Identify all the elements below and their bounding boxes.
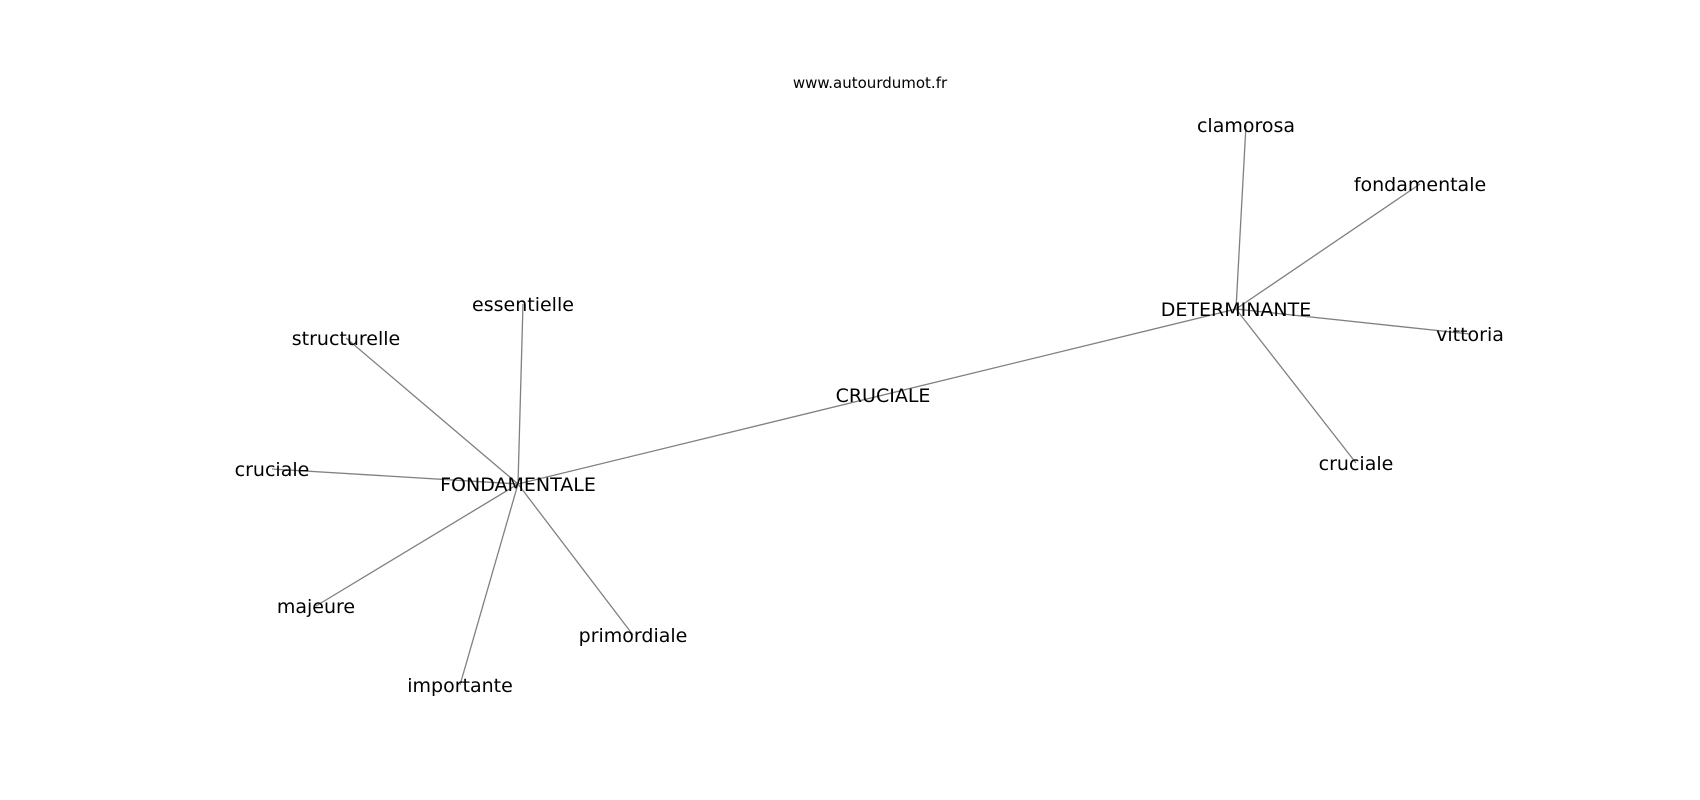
edge-fondamentale_hub-importante (459, 483, 519, 686)
edge-fondamentale_hub-primordiale (517, 483, 634, 636)
node-label-fondamentale-right: fondamentale (1354, 174, 1486, 196)
edge-determinante_hub-fondamentale_right (1235, 183, 1421, 310)
edge-fondamentale_hub-determinante_hub (517, 308, 1237, 485)
node-label-cruciale-left: cruciale (235, 459, 310, 481)
watermark: www.autourdumot.fr (793, 74, 948, 92)
edge-determinante_hub-clamorosa (1235, 124, 1247, 310)
node-label-determinante-hub: DETERMINANTE (1161, 299, 1311, 321)
node-label-vittoria: vittoria (1436, 324, 1504, 346)
node-label-clamorosa: clamorosa (1197, 115, 1295, 137)
node-label-majeure: majeure (277, 596, 355, 618)
edge-determinante_hub-cruciale_right (1235, 308, 1357, 464)
edges-layer (271, 124, 1471, 686)
node-label-structurelle: structurelle (292, 328, 400, 350)
edge-determinante_hub-vittoria (1235, 308, 1471, 335)
node-label-cruciale-right: cruciale (1319, 453, 1394, 475)
edge-fondamentale_hub-structurelle (345, 337, 519, 485)
node-label-fondamentale-hub: FONDAMENTALE (440, 474, 596, 496)
edge-fondamentale_hub-cruciale_left (271, 468, 519, 485)
node-label-importante: importante (407, 675, 513, 697)
node-label-cruciale-center: CRUCIALE (836, 385, 931, 407)
labels-layer: CRUCIALE FONDAMENTALE DETERMINANTE essentie… (235, 115, 1504, 697)
node-label-essentielle: essentielle (472, 294, 574, 316)
edge-fondamentale_hub-majeure (315, 483, 519, 607)
edge-fondamentale_hub-essentielle (517, 303, 524, 485)
node-label-primordiale: primordiale (579, 625, 688, 647)
